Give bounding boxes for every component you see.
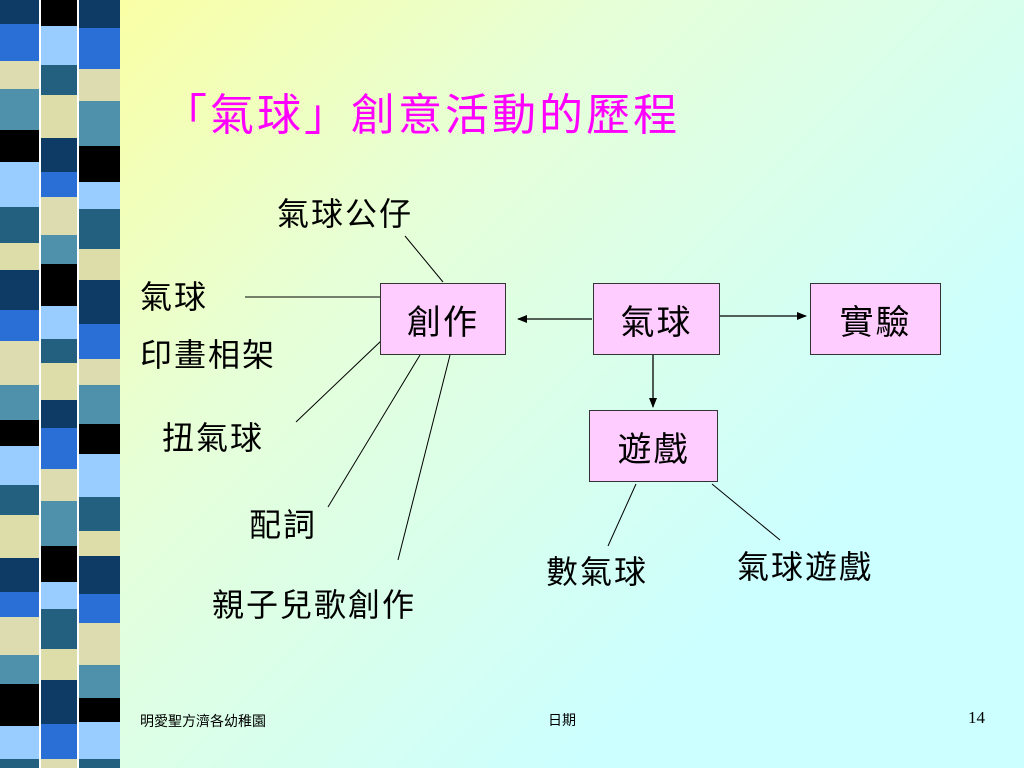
- label-balloon-frame-line1: 氣球: [140, 278, 209, 316]
- label-twist-balloon: 扭氣球: [162, 419, 265, 457]
- node-creation: 創作: [380, 283, 506, 355]
- line-game-to-count-balloons: [607, 483, 637, 547]
- slide-title: 「氣球」創意活動的歷程: [163, 90, 680, 141]
- label-lyrics: 配詞: [249, 506, 318, 544]
- label-balloon-doll: 氣球公仔: [277, 195, 414, 233]
- decorative-stripe-bar: [0, 0, 120, 768]
- node-game: 遊戲: [589, 410, 718, 482]
- label-nursery-rhyme: 親子兒歌創作: [212, 586, 417, 624]
- line-game-to-balloon-games: [711, 483, 781, 541]
- label-balloon-frame-line2: 印畫相架: [140, 336, 277, 374]
- line-creation-to-nursery-rhyme: [397, 354, 451, 561]
- label-balloon-games: 氣球遊戲: [737, 548, 874, 586]
- node-experiment: 實驗: [810, 283, 941, 355]
- line-creation-to-balloon-doll: [404, 235, 444, 283]
- line-creation-to-twist-balloon: [295, 339, 383, 423]
- label-count-balloons: 數氣球: [546, 553, 649, 591]
- footer-school-name: 明愛聖方濟各幼稚園: [140, 714, 266, 730]
- footer-date: 日期: [548, 713, 576, 729]
- node-balloon: 氣球: [593, 283, 720, 355]
- footer-page-number: 14: [968, 708, 985, 727]
- line-creation-to-lyrics: [327, 354, 421, 508]
